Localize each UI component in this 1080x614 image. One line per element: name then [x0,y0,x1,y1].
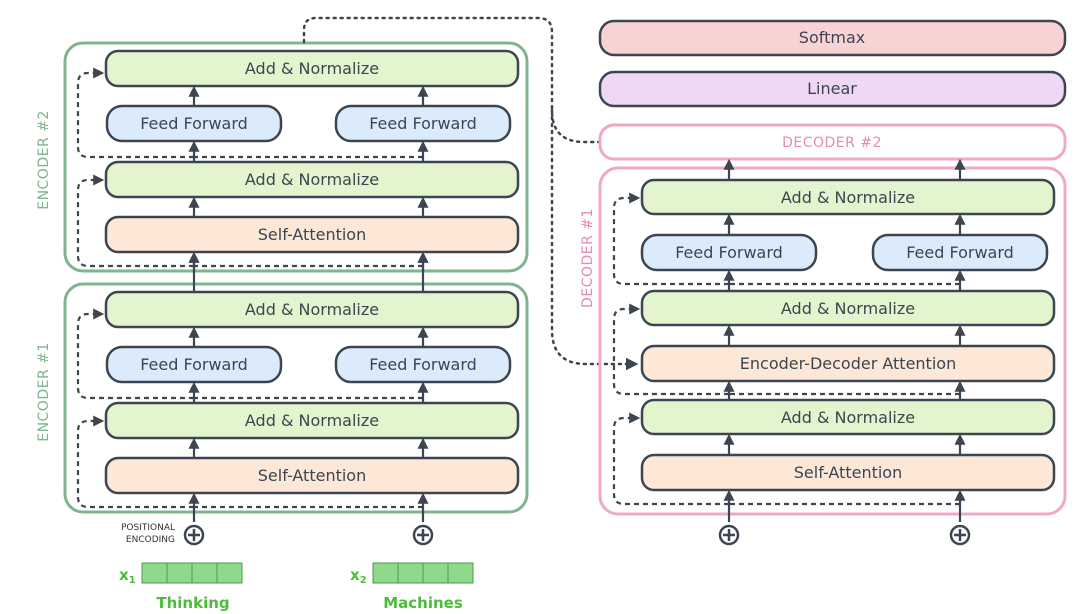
decoder-1-residuals [612,192,960,506]
encoder-decoder-connections [302,16,639,371]
encoder-1-self-attention-label: Self-Attention [258,466,366,485]
encoder-2-feed-forward-left-label: Feed Forward [140,114,248,133]
input-x1-word: Thinking [156,594,229,612]
decoder-2-box [598,123,1067,161]
encoder-1-feed-forward-right-label: Feed Forward [369,355,477,374]
encoder-2-add-normalize-bottom [104,160,520,199]
plus-circle-icon [412,524,434,546]
decoder-1-encoder-decoder-attention [640,344,1056,383]
encoder-1-residuals [76,308,423,509]
decoder-1-encoder-decoder-attention-label: Encoder-Decoder Attention [740,354,956,373]
encoder-1-add-normalize-bottom-label: Add & Normalize [245,411,379,430]
encoder-1-arrows [188,251,429,522]
input-x1-vector [141,562,243,584]
encoder-2-add-normalize-top [104,49,520,88]
encoder-1-block: ENCODER #1 Add & Normalize Feed Forward … [36,251,529,522]
positional-encoding-line2: ENCODING [126,535,175,545]
positional-encoding-line1: POSITIONAL [121,523,175,533]
positional-encoding: POSITIONAL ENCODING [121,523,434,546]
input-x1: x1 Thinking [119,562,243,612]
softmax-box [598,19,1067,57]
decoder-1-add-normalize-bottom [640,398,1056,436]
decoder-1-self-attention-label: Self-Attention [794,463,902,482]
input-x1-symbol: x1 [119,566,136,586]
input-x2: x2 Machines [350,562,474,612]
input-x2-vector [372,562,474,584]
decoder-1-self-attention [640,453,1056,492]
input-x2-word: Machines [383,594,463,612]
decoder-1-feed-forward-right-label: Feed Forward [906,243,1014,262]
encoder-2-feed-forward-right-label: Feed Forward [369,114,477,133]
input-x2-symbol: x2 [350,566,367,586]
encoder-2-label: ENCODER #2 [36,110,52,210]
plus-circle-icon [718,524,740,546]
decoder-1-add-normalize-top-label: Add & Normalize [781,188,915,207]
encoder-2-border [63,41,529,273]
encoder-1-add-normalize-top-label: Add & Normalize [245,300,379,319]
encoder-2-residuals [76,67,423,268]
encoder-2-self-attention-label: Self-Attention [258,225,366,244]
encoder-1-add-normalize-top [104,290,520,329]
plus-circle-icon [183,524,205,546]
decoder-2-label: DECODER #2 [782,135,882,151]
encoder-2-add-normalize-bottom-label: Add & Normalize [245,170,379,189]
decoder-1-add-normalize-mid-label: Add & Normalize [781,299,915,318]
encoder-1-self-attention [104,456,520,495]
encoder-2-add-normalize-top-label: Add & Normalize [245,59,379,78]
plus-circle-icon [949,524,971,546]
softmax-label: Softmax [799,28,865,47]
encoder-1-feed-forward-left-label: Feed Forward [140,355,248,374]
encoder-1-border [63,282,529,514]
decoder-1-border [598,166,1067,516]
linear-box [598,70,1067,108]
encoder-1-add-normalize-bottom [104,401,520,440]
linear-label: Linear [807,79,857,98]
decoder-1-add-normalize-mid [640,289,1056,327]
encoder-2-self-attention [104,215,520,254]
output-stack: Softmax Linear DECODER #2 [598,19,1067,161]
encoder-1-label: ENCODER #1 [36,342,52,442]
decoder-1-arrows [723,158,966,522]
decoder-1-feed-forward-left-label: Feed Forward [675,243,783,262]
encoder-2-block: ENCODER #2 Add & Normalize Feed Forward … [36,41,529,273]
decoder-1-block: DECODER #1 Add & Normalize Feed Forward … [580,158,1067,546]
decoder-1-add-normalize-bottom-label: Add & Normalize [781,408,915,427]
decoder-1-label: DECODER #1 [580,208,596,308]
decoder-1-add-normalize-top [640,178,1056,216]
